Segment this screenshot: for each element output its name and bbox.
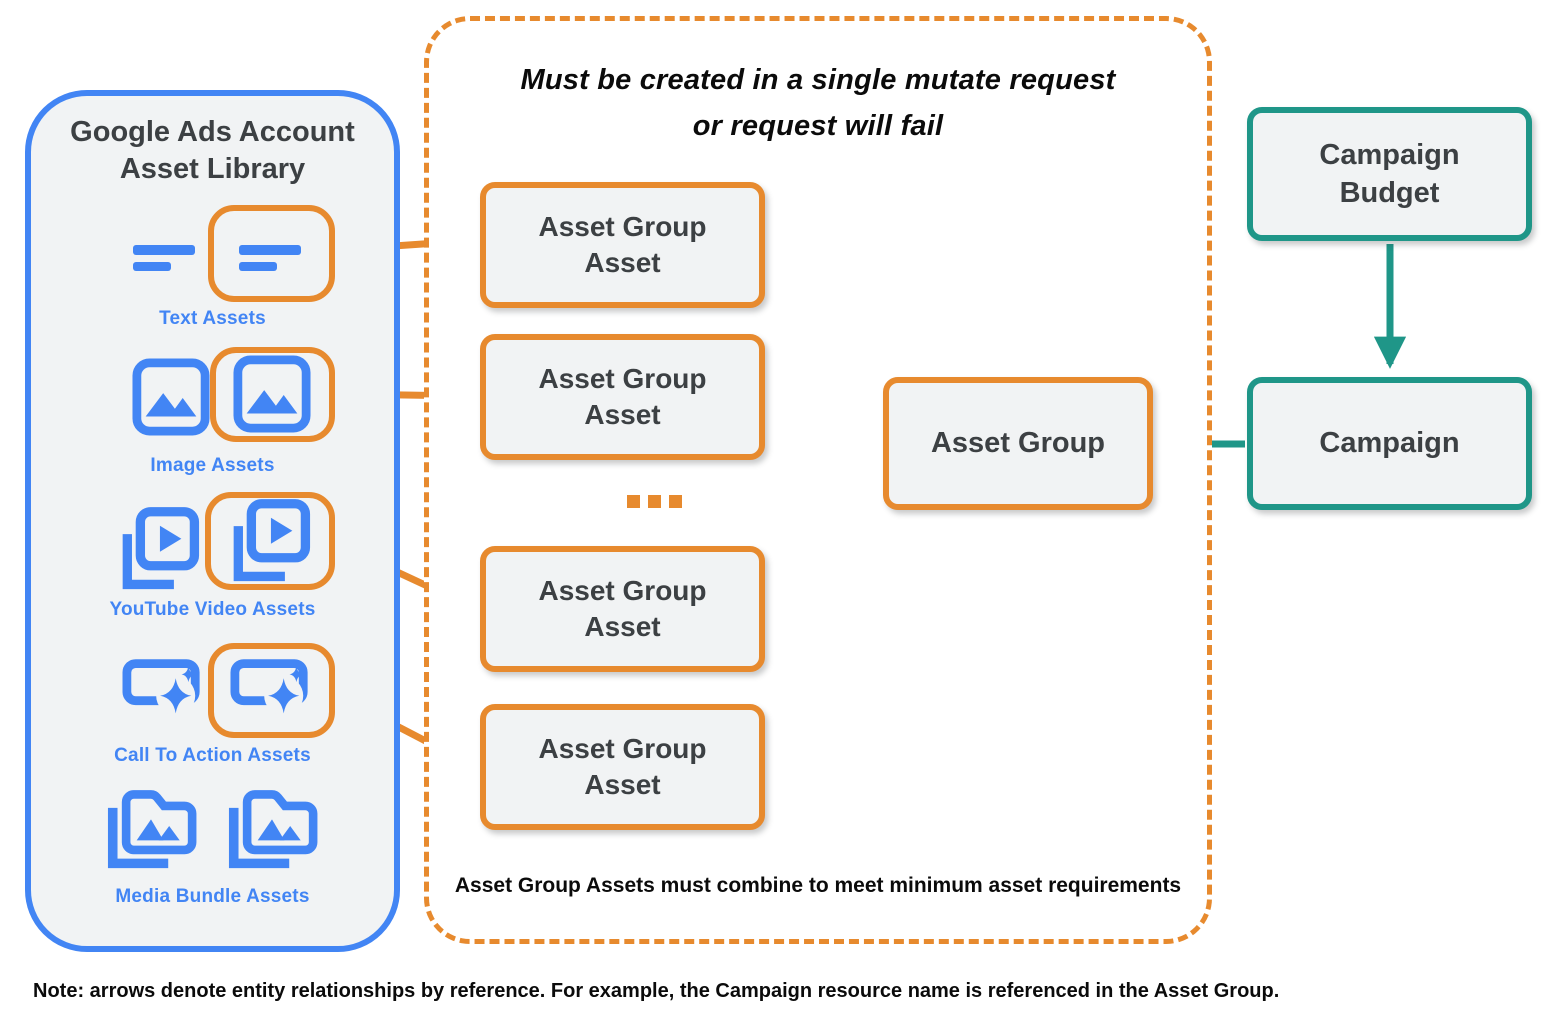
asset-library-title: Google Ads Account Asset Library — [70, 116, 355, 185]
call-to-action-asset-icon — [230, 659, 308, 716]
selected-text-asset-frame — [208, 205, 335, 302]
image-assets-label: Image Assets — [150, 455, 275, 476]
asset-group-box: Asset Group — [883, 377, 1153, 510]
youtube-video-assets-label: YouTube Video Assets — [109, 599, 316, 620]
youtube-video-asset-icon — [122, 507, 200, 590]
call-to-action-assets-label: Call To Action Assets — [114, 745, 311, 766]
text-assets-label: Text Assets — [159, 308, 266, 329]
asset-library-panel: Google Ads Account Asset Library Text As… — [25, 90, 400, 952]
youtube-video-asset-icon — [233, 499, 311, 582]
media-bundle-asset-icon — [107, 790, 197, 869]
media-bundle-assets-label: Media Bundle Assets — [115, 886, 310, 907]
mutate-request-title: Must be created in a single mutate reque… — [520, 64, 1116, 142]
selected-cta-asset-frame — [208, 643, 335, 738]
text-asset-icon — [239, 245, 301, 271]
image-asset-icon — [132, 358, 210, 436]
ellipsis — [627, 495, 682, 508]
text-asset-icon — [133, 245, 195, 271]
selected-image-asset-frame — [210, 347, 335, 442]
selected-video-asset-frame — [205, 492, 335, 590]
reference-note: Note: arrows denote entity relationships… — [33, 980, 1280, 1002]
minimum-requirements-footnote: Asset Group Assets must combine to meet … — [454, 874, 1182, 897]
call-to-action-asset-icon — [122, 659, 200, 716]
media-bundle-asset-icon — [228, 790, 318, 869]
image-asset-icon — [233, 355, 311, 433]
campaign-box: Campaign — [1247, 377, 1532, 510]
